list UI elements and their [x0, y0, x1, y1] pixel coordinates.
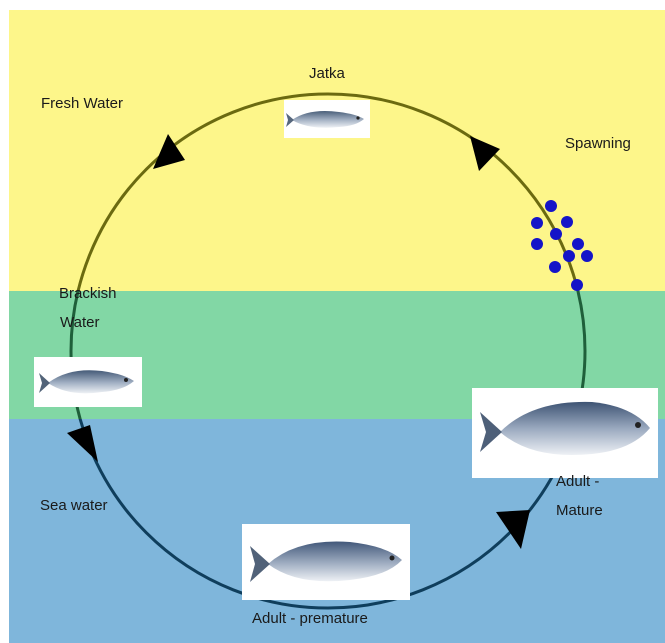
fish-image-adult-premature [242, 524, 410, 600]
zone-label-sea-water: Sea water [40, 492, 108, 520]
egg [549, 261, 561, 273]
arrow-fresh-right [470, 136, 500, 171]
fish-image-jatka [284, 100, 370, 138]
stage-label-jatka: Jatka [309, 60, 345, 88]
egg [545, 200, 557, 212]
zone-label-brackish-line2: Water [60, 309, 99, 337]
fish-icon [242, 524, 410, 600]
arrow-sea-right [496, 510, 530, 549]
arrow-sea-left [67, 425, 98, 462]
egg [531, 238, 543, 250]
stage-label-adult-mature-line2: Mature [556, 497, 603, 525]
egg [571, 279, 583, 291]
stage-label-adult-premature: Adult - premature [252, 605, 368, 633]
fish-image-adult-mature [472, 388, 658, 478]
egg [550, 228, 562, 240]
egg [531, 217, 543, 229]
fish-icon [284, 100, 370, 138]
stage-label-adult-mature-line1: Adult - [556, 468, 599, 496]
fish-icon [34, 357, 142, 407]
egg [561, 216, 573, 228]
zone-label-brackish-line1: Brackish [59, 280, 117, 308]
stage-label-spawning: Spawning [565, 130, 631, 158]
fish-image-brackish [34, 357, 142, 407]
zone-label-fresh-water: Fresh Water [41, 90, 123, 118]
egg [572, 238, 584, 250]
egg [563, 250, 575, 262]
egg [581, 250, 593, 262]
fish-icon [472, 388, 658, 478]
